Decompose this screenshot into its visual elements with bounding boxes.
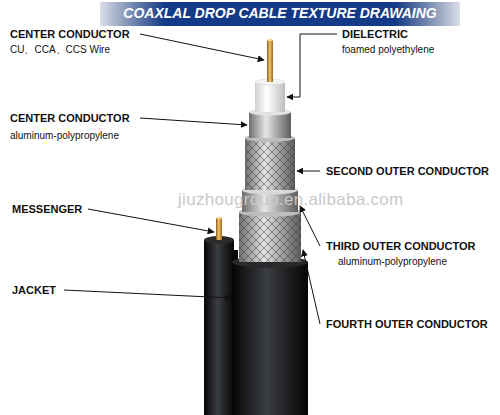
part-name: DIELECTRIC [342,28,408,41]
watermark: jiuzhougroup.en.alibaba.com [178,190,403,210]
part-name: MESSENGER [12,203,82,216]
foil-layer [249,109,291,139]
part-note: CU、CCA、CCS Wire [10,44,110,56]
jacket [232,256,308,415]
center-wire [267,39,273,82]
part-name: CENTER CONDUCTOR [10,28,130,41]
title-text: COAXLAL DROP CABLE TEXTURE DRAWAING [100,5,460,21]
part-name: CENTER CONDUCTOR [10,112,130,125]
title-banner [100,2,460,26]
part-note: aluminum-polypropylene [338,256,447,268]
part-note: foamed polyethylene [342,44,434,56]
fourth-outer-conductor [239,207,301,262]
part-name: FOURTH OUTER CONDUCTOR [326,318,488,331]
leader-lines [64,34,337,324]
dielectric [255,79,285,112]
part-name: THIRD OUTER CONDUCTOR [326,240,476,253]
second-outer-conductor [245,134,295,190]
part-name: SECOND OUTER CONDUCTOR [326,165,489,178]
part-note: aluminum-polypropylene [10,130,119,142]
part-name: JACKET [12,284,56,297]
